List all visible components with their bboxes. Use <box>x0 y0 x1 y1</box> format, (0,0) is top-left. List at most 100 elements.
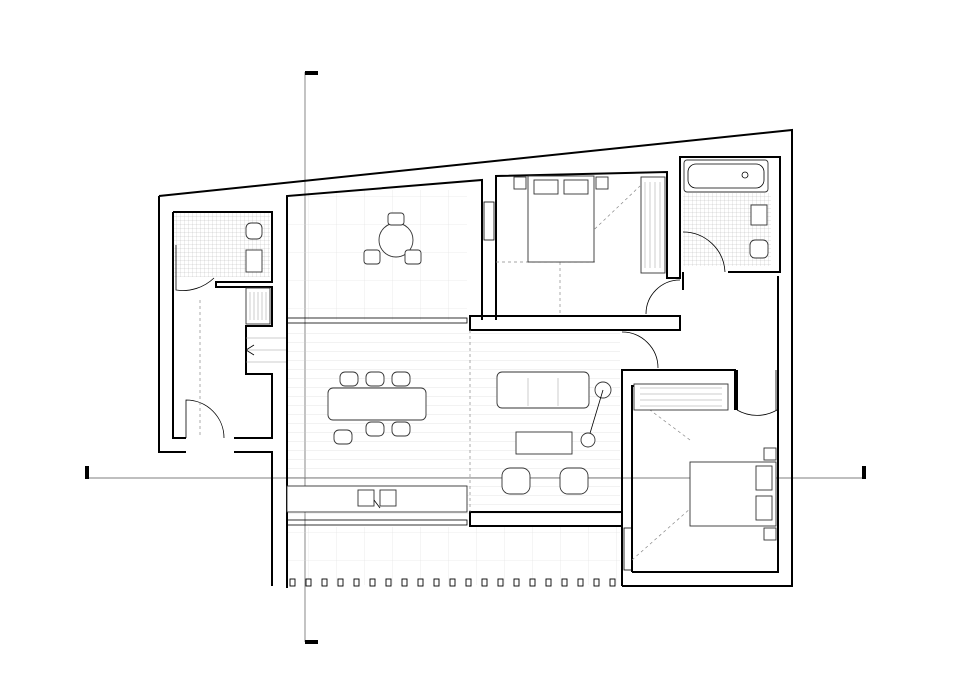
terrace-furniture <box>363 212 422 265</box>
dining-chair-icon <box>391 421 411 437</box>
door-swing-icon <box>736 409 778 416</box>
facade-columns <box>289 578 616 587</box>
dashed-line <box>649 409 691 441</box>
inner-wall-bedroom-top <box>495 156 781 320</box>
facade-column <box>305 578 312 587</box>
floor-lamp-arm <box>587 389 604 441</box>
horizontal-axis-left-marker <box>85 466 89 479</box>
terrace-bottom-floor <box>287 527 620 585</box>
window-terrace-bottom <box>286 519 468 526</box>
door-swing-icon <box>682 231 726 273</box>
facade-column <box>545 578 552 587</box>
doors <box>175 231 778 439</box>
floor-lamp-base-icon <box>580 432 596 448</box>
bathtub-icon <box>683 159 769 193</box>
inner-wall-terrace <box>286 178 483 588</box>
nightstand-icon <box>595 176 609 190</box>
outer-walls <box>158 128 793 588</box>
window-bedroom-right <box>623 527 633 571</box>
sofa-icon <box>496 371 590 409</box>
sink-icon <box>245 249 263 273</box>
entrance-steps <box>245 337 286 363</box>
sink-icon <box>750 204 768 226</box>
dining-area <box>327 371 427 445</box>
facade-column <box>449 578 456 587</box>
entry-arrow-icon <box>245 344 255 356</box>
vertical-axis-bottom-marker <box>305 640 318 644</box>
facade-column <box>353 578 360 587</box>
windows <box>286 201 777 571</box>
bathroom-left <box>245 222 271 325</box>
door-swing-icon <box>185 399 225 439</box>
sink-icon <box>379 489 397 507</box>
facade-column <box>289 578 296 587</box>
window-bedroom-top <box>483 201 495 241</box>
armchair-icon <box>559 467 589 495</box>
chair-icon <box>363 249 381 265</box>
dining-chair-icon <box>365 371 385 387</box>
facade-column <box>433 578 440 587</box>
kitchen <box>286 485 468 513</box>
facade-column <box>337 578 344 587</box>
pillow-icon <box>533 179 559 195</box>
inner-wall-corridor <box>469 315 681 331</box>
dining-chair-icon <box>333 429 353 445</box>
bathroom-right <box>683 159 769 259</box>
dining-chair-icon <box>391 371 411 387</box>
kitchen-counter <box>286 485 468 513</box>
coffee-table-icon <box>515 431 573 455</box>
facade-column <box>577 578 584 587</box>
facade-column <box>321 578 328 587</box>
pillow-icon <box>563 179 589 195</box>
facade-column <box>385 578 392 587</box>
inner-wall-bedroom-right <box>621 369 738 586</box>
door-swing-icon <box>175 245 215 291</box>
dining-chair-icon <box>339 371 359 387</box>
facade-column <box>529 578 536 587</box>
outer-wall-outline <box>158 128 793 587</box>
wardrobe-hangers <box>640 387 722 407</box>
wardrobe-hangers <box>249 292 267 320</box>
horizontal-axis-right-marker <box>862 466 866 479</box>
facade-column <box>593 578 600 587</box>
facade-column <box>513 578 520 587</box>
chair-icon <box>387 212 405 226</box>
drain-icon <box>741 171 749 179</box>
facade-column <box>561 578 568 587</box>
dining-table-icon <box>327 387 427 421</box>
pillow-icon <box>755 495 773 521</box>
facade-column <box>417 578 424 587</box>
toilet-icon <box>749 239 769 259</box>
facade-column <box>401 578 408 587</box>
facade-column <box>481 578 488 587</box>
armchair-icon <box>501 467 531 495</box>
pillow-icon <box>755 465 773 491</box>
door-swing-icon <box>621 331 659 369</box>
living-area <box>496 371 612 495</box>
nightstand-icon <box>513 176 527 190</box>
vertical-axis-top-marker <box>305 71 318 75</box>
toilet-icon <box>245 222 263 240</box>
wardrobe-icon <box>633 383 729 411</box>
chair-icon <box>404 249 422 265</box>
wardrobe-icon <box>640 176 666 274</box>
wardrobe-hangers <box>644 182 661 268</box>
window-terrace-top <box>286 317 468 324</box>
bedroom-top <box>513 175 666 274</box>
facade-column <box>465 578 472 587</box>
facade-column <box>369 578 376 587</box>
nightstand-icon <box>763 527 777 541</box>
floor-finishes <box>174 190 771 585</box>
dining-chair-icon <box>365 421 385 437</box>
bathtub-inner <box>687 163 765 189</box>
facade-column <box>609 578 616 587</box>
bedroom-right <box>633 383 777 541</box>
faucet-icon <box>373 499 381 509</box>
inner-wall-kitchen-lower <box>469 511 623 527</box>
nightstand-icon <box>763 447 777 461</box>
facade-column <box>497 578 504 587</box>
inner-wall-left <box>172 211 273 439</box>
sink-icon <box>357 489 375 507</box>
door-swing-icon <box>645 279 681 315</box>
